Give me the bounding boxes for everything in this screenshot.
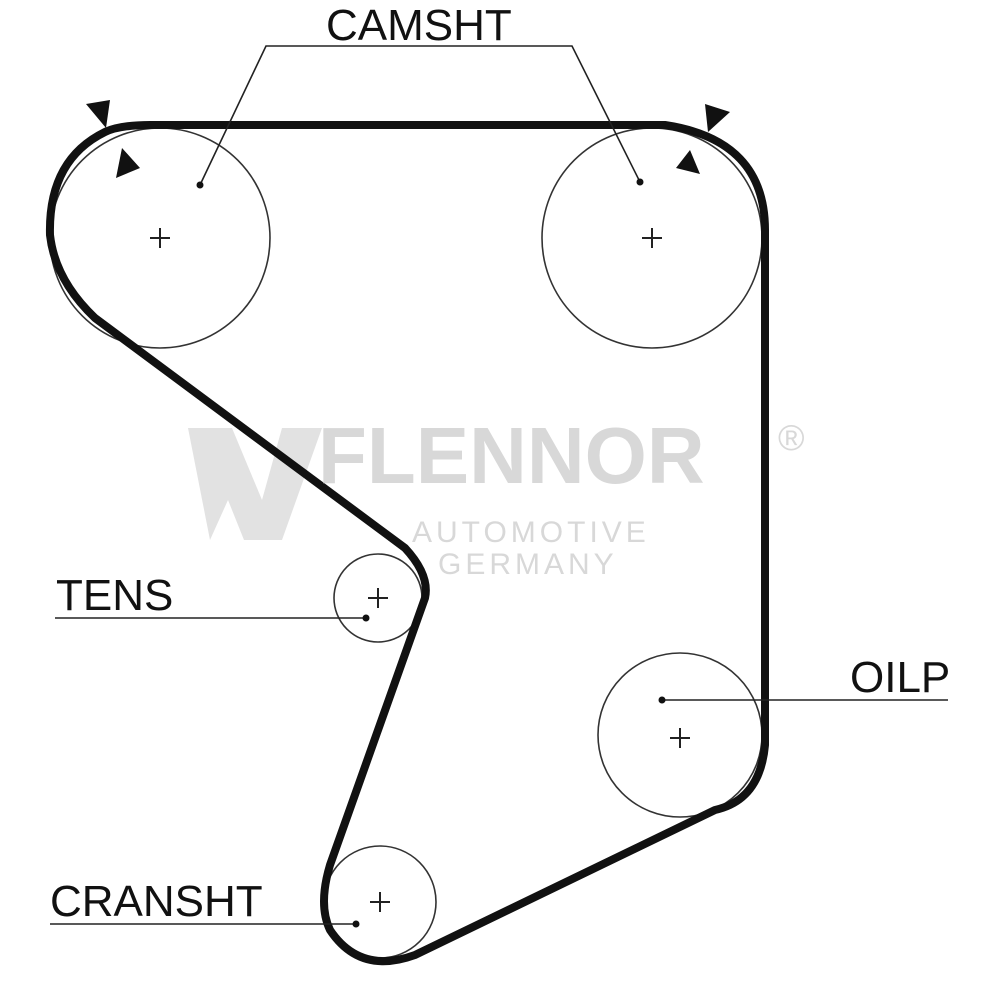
tensioner-label: TENS xyxy=(56,571,174,620)
pulley-centers xyxy=(150,228,690,912)
watermark-brand: FLENNOR xyxy=(318,411,705,500)
crankshaft-label: CRANSHT xyxy=(50,877,263,926)
watermark-registered-mark: ® xyxy=(778,417,805,458)
timing-mark-left-outer-icon xyxy=(86,100,110,128)
timing-mark-right-outer-icon xyxy=(705,104,730,132)
leader-lines xyxy=(50,45,948,925)
watermark-line2: GERMANY xyxy=(438,548,618,581)
timing-mark-right-inner-icon xyxy=(676,150,700,174)
leader-dots xyxy=(196,178,666,928)
watermark-line1: AUTOMOTIVE xyxy=(412,516,650,549)
camshaft-label: CAMSHT xyxy=(326,1,512,50)
timing-belt xyxy=(45,121,769,966)
timing-marks xyxy=(86,100,730,178)
pulleys xyxy=(49,127,763,959)
timing-mark-left-inner-icon xyxy=(116,148,140,178)
oil-pump-label: OILP xyxy=(850,653,951,702)
watermark-logo-icon xyxy=(188,428,322,540)
